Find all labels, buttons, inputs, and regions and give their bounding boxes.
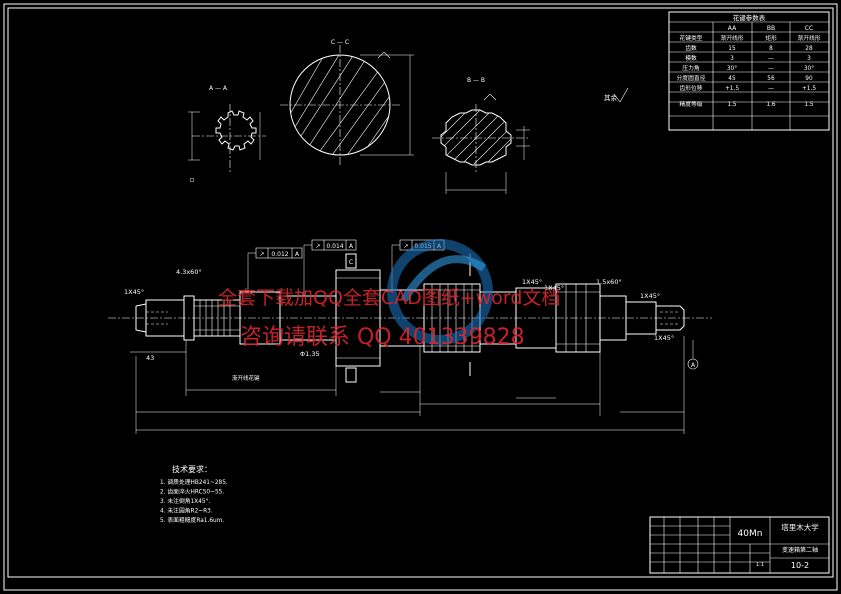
tolerance-frame-2: ↗ 0.014 A <box>303 239 357 296</box>
title-school: 塔里木大学 <box>781 522 819 532</box>
gear-table-row: 精度等级 1.5 1.6 1.5 <box>679 100 814 108</box>
dim-left-angle: 4.3x60° <box>176 268 202 276</box>
tech-req-item: 5. 表面粗糙度Ra1.6um. <box>160 516 224 524</box>
gear-table-cell: 90 <box>805 76 813 82</box>
gear-table-cell: 1.5 <box>804 102 814 108</box>
inner-frame <box>7 7 834 578</box>
gear-table-cell: 15 <box>728 46 736 52</box>
gear-table-cell: +1.5 <box>725 86 739 92</box>
gear-table-cell: 3 <box>807 56 811 62</box>
watermark: 全套下载加QQ全套CAD图纸+word文档 咨询请联系 QQ 401339828 <box>218 239 560 350</box>
section-c-marker-top <box>345 253 357 269</box>
dim-mid-diameter: Φ1.35 <box>300 350 320 358</box>
dim-left-length: 43 <box>146 354 154 362</box>
gear-table-cell: 1.5 <box>727 102 737 108</box>
gear-table-cell: 渐开线形 <box>797 34 820 42</box>
dim-left-chamfer: 1X45° <box>124 288 144 296</box>
tol-1-symbol: ↗ <box>259 251 264 258</box>
gear-table-row: 齿数 15 8 28 <box>685 44 813 52</box>
dim-mid-label: 渐开线花键 <box>232 374 260 382</box>
tol-1-value: 0.012 <box>271 251 288 258</box>
gear-table-cell: 压力角 <box>682 64 700 72</box>
gear-table-cell: 矩形 <box>765 34 777 42</box>
tol-3-symbol: ↗ <box>403 243 408 250</box>
technical-requirements: 技术要求： 1. 调质处理HB241~285. 2. 齿面淬火HRC50~55.3… <box>160 464 228 524</box>
watermark-logo-swoosh <box>400 255 487 303</box>
watermark-line-1: 全套下载加QQ全套CAD图纸+word文档 <box>218 287 560 309</box>
gear-table-row: 分度圆直径 45 56 90 <box>677 74 813 82</box>
gear-table-header-cell: AA <box>728 25 737 32</box>
section-c-marker-bottom <box>345 367 357 383</box>
gear-table-cell: 56 <box>767 76 775 82</box>
section-aa-view: A — A <box>188 85 266 183</box>
title-block: 40Mn 塔里木大学 变速箱第二轴 10-2 1:1 <box>649 516 830 574</box>
tech-req-item: 1. 调质处理HB241~285. <box>160 478 228 486</box>
tech-req-item: 3. 未注倒角1X45°. <box>160 497 210 505</box>
roughness-note: 其余 <box>604 87 629 103</box>
gear-table-cell: 30° <box>727 66 737 72</box>
gear-table-cell: 模数 <box>685 54 697 62</box>
gear-table-cell: 3 <box>730 56 734 62</box>
tech-req-item: 4. 未注圆角R2~R3. <box>160 507 213 515</box>
title-part-name: 变速箱第二轴 <box>782 546 818 554</box>
gear-table-cell: 渐开线形 <box>720 34 743 42</box>
gear-table-cell: +1.5 <box>802 86 816 92</box>
gear-table-row: 模数 3 — 3 <box>685 54 811 62</box>
dim-right-angle: 1.5x60° <box>596 278 622 286</box>
gear-table-cell: 28 <box>805 46 813 52</box>
title-material: 40Mn <box>738 529 763 539</box>
tol-2-datum: A <box>349 243 354 250</box>
gear-table-cell: 1.6 <box>766 102 776 108</box>
gear-table-cell: 精度等级 <box>679 100 702 108</box>
dim-right-chamfer-2: 1X45° <box>544 284 564 292</box>
gear-table-title: 花键参数表 <box>733 13 766 22</box>
tol-2-symbol: ↗ <box>315 243 320 250</box>
tol-2-value: 0.014 <box>326 243 343 250</box>
watermark-logo-ring <box>387 239 493 345</box>
section-c-mark: C <box>349 259 353 266</box>
dim-right-chamfer-4: 1X45° <box>654 334 674 342</box>
tech-req-item: 2. 齿面淬火HRC50~55. <box>160 488 224 496</box>
watermark-line-2: 咨询请联系 QQ 401339828 <box>240 325 525 350</box>
tol-1-datum: A <box>295 251 300 258</box>
dim-right-chamfer-1: 1X45° <box>522 278 542 286</box>
gear-table-row: 齿形位移 +1.5 — +1.5 <box>679 84 816 92</box>
shaft-main-view: C I <box>108 253 712 383</box>
gear-table-cell: 45 <box>728 76 736 82</box>
tolerance-frame-1: ↗ 0.012 A <box>247 247 303 292</box>
gear-table-header-cell: CC <box>805 25 813 32</box>
section-bb-view: B — B <box>432 77 530 194</box>
shaft-dimensions: 1X45° 4.3x60° 43 Φ1.35 渐开线花键 1X45° 1X45°… <box>124 268 699 434</box>
section-cc-label: C — C <box>331 39 349 46</box>
gear-table-cell: 30° <box>804 66 814 72</box>
section-cc-view: C — C <box>280 39 414 165</box>
tech-req-title: 技术要求： <box>172 464 212 474</box>
gear-table-cell: 齿形位移 <box>679 84 702 92</box>
section-bb-label: B — B <box>467 77 485 84</box>
title-drawing-no: 10-2 <box>791 561 809 570</box>
outer-frame <box>3 3 838 591</box>
datum-a-label: A <box>691 362 696 369</box>
gear-table-header-cell: BB <box>767 25 775 32</box>
title-scale: 1:1 <box>756 562 764 568</box>
gear-table-cell: 8 <box>769 46 773 52</box>
section-aa-label: A — A <box>209 85 228 92</box>
gear-table-cell: 齿数 <box>685 44 697 52</box>
gear-table-cell: 分度圆直径 <box>677 74 706 82</box>
gear-table-row: 压力角 30° — 30° <box>682 64 814 72</box>
gear-table-cell: — <box>768 86 774 92</box>
gear-table-cell: — <box>768 66 774 72</box>
gear-table-cell: — <box>768 56 774 62</box>
gear-table-row: 花键类型 渐开线形 矩形 渐开线形 <box>679 34 820 42</box>
dim-right-chamfer-3: 1X45° <box>640 292 660 300</box>
roughness-note-text: 其余 <box>604 93 618 102</box>
gear-table-cell: 花键类型 <box>679 34 702 42</box>
